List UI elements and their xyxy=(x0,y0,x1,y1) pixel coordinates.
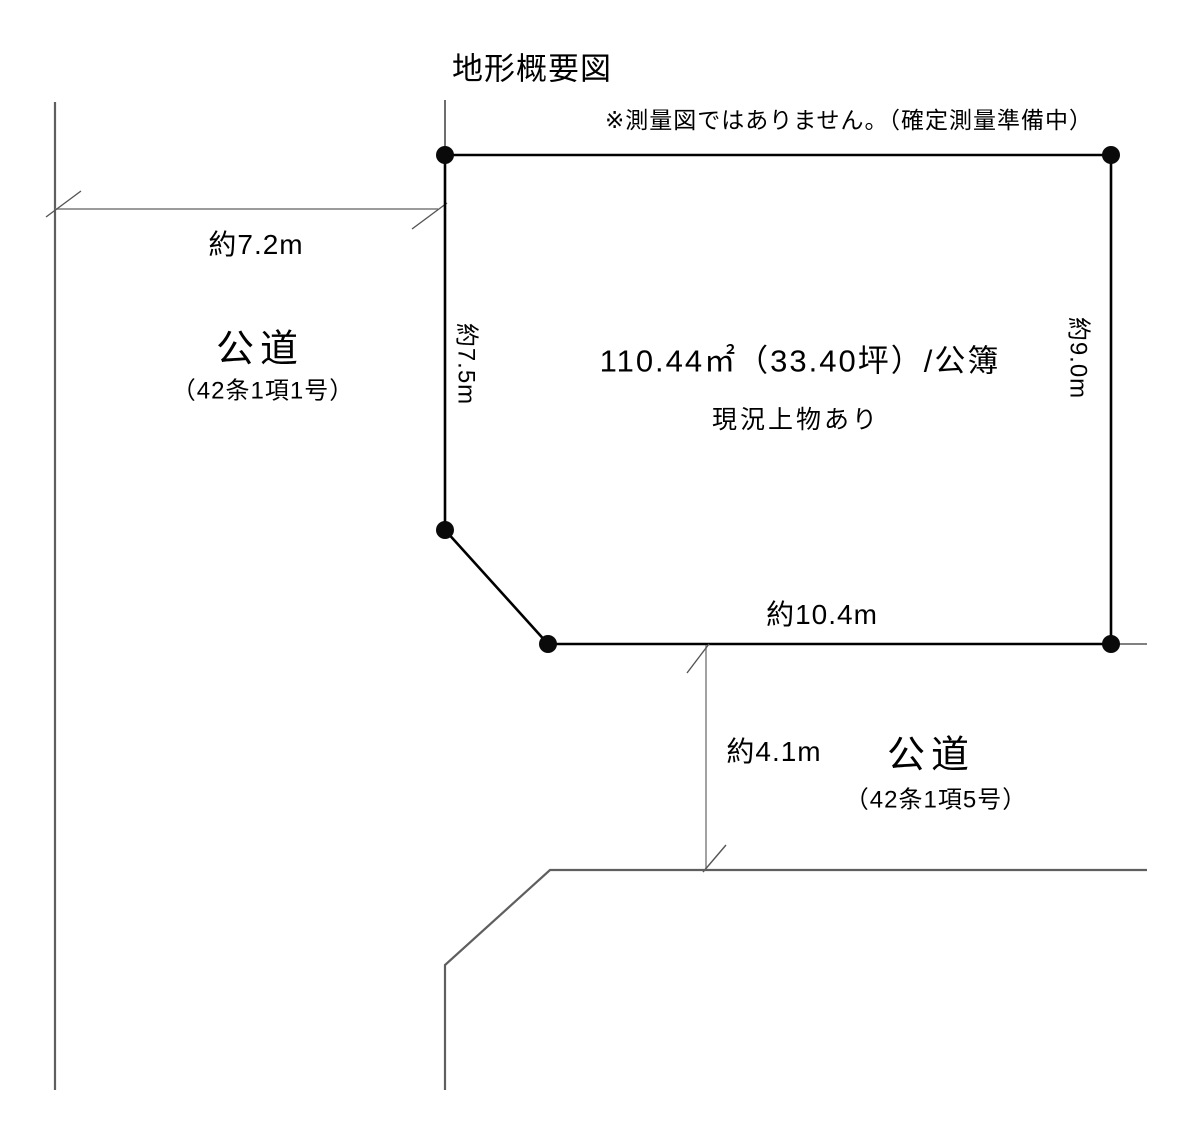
corner-dot-mid-left xyxy=(436,521,454,539)
corner-dot-bottom-right xyxy=(1102,635,1120,653)
road-bottom-name: 公道 xyxy=(886,734,976,777)
survey-note: ※測量図ではありません。（確定測量準備中） xyxy=(604,107,1094,133)
road-left-width-label: 約7.2m xyxy=(208,229,304,260)
road-bottom-classification: （42条1項5号） xyxy=(844,786,1028,814)
dimension-left-label: 約7.5m xyxy=(452,322,480,406)
road-left-classification: （42条1項1号） xyxy=(171,377,355,405)
parcel-area-label: 110.44㎡（33.40坪）/公簿 xyxy=(599,343,1001,379)
page-title: 地形概要図 xyxy=(452,51,612,87)
corner-dot-top-right xyxy=(1102,146,1120,164)
parcel-outline xyxy=(443,153,1113,646)
dimension-bottom-label: 約10.4m xyxy=(766,599,878,630)
dimension-tick-icon xyxy=(702,844,727,873)
dimension-tick-icon xyxy=(686,643,710,674)
dimension-tick-icon xyxy=(45,190,82,218)
road-left-name: 公道 xyxy=(215,328,305,371)
dimension-right-label: 約9.0m xyxy=(1064,316,1092,400)
parcel-status-label: 現況上物あり xyxy=(711,406,881,434)
dimension-tick-icon xyxy=(411,202,448,230)
road-bottom-edge-line xyxy=(443,868,1147,1090)
road-bottom-width-label: 約4.1m xyxy=(726,736,822,767)
corner-dot-top-left xyxy=(436,146,454,164)
corner-dot-bottom-left xyxy=(539,635,557,653)
